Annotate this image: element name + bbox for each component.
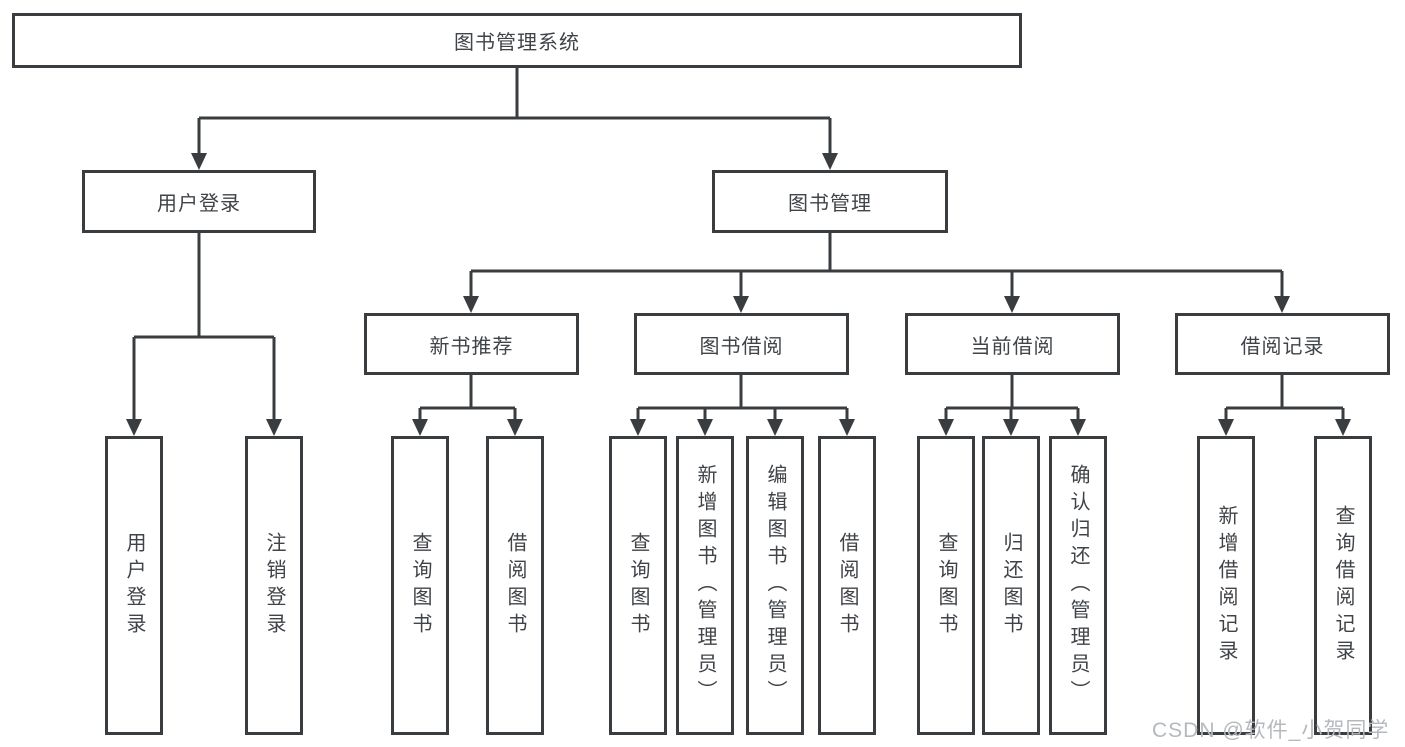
leaf-new-books-borrow-label: 借阅图书	[504, 531, 526, 640]
module-current-borrow-label: 当前借阅	[970, 335, 1055, 358]
arrowhead	[767, 419, 783, 436]
branch-borrow-records	[1224, 375, 1345, 422]
leaf-new-books-query: 查询图书	[391, 436, 449, 735]
leaf-current-return-label: 归还图书	[1000, 531, 1022, 640]
node-user-login-label: 用户登录	[157, 193, 241, 215]
leaf-user-login-label: 用户登录	[123, 531, 145, 640]
arrowhead	[507, 419, 523, 436]
leaf-borrow-edit-admin: 编辑图书（管理员）	[746, 436, 804, 735]
module-book-borrow-label: 图书借阅	[699, 335, 784, 358]
branch-book-mgmt	[469, 233, 1284, 299]
module-borrow-records: 借阅记录	[1175, 313, 1390, 375]
leaf-new-books-borrow: 借阅图书	[486, 436, 544, 735]
node-root-system: 图书管理系统	[12, 13, 1022, 68]
arrowhead	[630, 419, 646, 436]
arrowhead	[126, 419, 142, 436]
leaf-current-confirm-admin-label: 确认归还（管理员）	[1067, 464, 1089, 707]
node-book-mgmt-label: 图书管理	[788, 193, 872, 215]
leaf-current-return: 归还图书	[982, 436, 1040, 735]
arrowhead	[1070, 419, 1086, 436]
arrowhead	[266, 419, 282, 436]
arrowhead	[1335, 419, 1351, 436]
leaf-logout-label: 注销登录	[263, 531, 285, 640]
leaf-logout: 注销登录	[245, 436, 303, 735]
arrowhead	[1218, 419, 1234, 436]
arrowhead	[839, 419, 855, 436]
branch-current-borrow	[944, 375, 1080, 422]
csdn-watermark: CSDN @软件_小贺同学	[1152, 719, 1390, 742]
leaf-records-query-label: 查询借阅记录	[1332, 504, 1354, 667]
arrowhead	[463, 296, 479, 313]
module-new-books: 新书推荐	[364, 313, 579, 375]
arrowhead	[733, 296, 749, 313]
node-root-label: 图书管理系统	[454, 32, 580, 54]
leaf-borrow-borrow-label: 借阅图书	[836, 531, 858, 640]
module-borrow-records-label: 借阅记录	[1240, 335, 1325, 358]
branch-root	[197, 68, 832, 156]
leaf-current-confirm-admin: 确认归还（管理员）	[1049, 436, 1107, 735]
leaf-current-query-label: 查询图书	[935, 531, 957, 640]
arrowhead	[1003, 419, 1019, 436]
arrowhead	[938, 419, 954, 436]
leaf-borrow-add-admin: 新增图书（管理员）	[676, 436, 734, 735]
arrowhead	[1004, 296, 1020, 313]
leaf-borrow-query-label: 查询图书	[627, 531, 649, 640]
leaf-user-login: 用户登录	[105, 436, 163, 735]
branch-new-books	[418, 375, 517, 422]
leaf-new-books-query-label: 查询图书	[409, 531, 431, 640]
node-user-login: 用户登录	[82, 170, 316, 233]
arrowhead	[1274, 296, 1290, 313]
leaf-current-query: 查询图书	[917, 436, 975, 735]
arrowhead	[412, 419, 428, 436]
leaf-records-add: 新增借阅记录	[1197, 436, 1255, 735]
module-new-books-label: 新书推荐	[429, 335, 514, 358]
leaf-borrow-borrow: 借阅图书	[818, 436, 876, 735]
arrowhead	[822, 153, 838, 170]
arrowhead	[191, 153, 207, 170]
module-current-borrow: 当前借阅	[905, 313, 1120, 375]
leaf-records-query: 查询借阅记录	[1314, 436, 1372, 735]
leaf-borrow-edit-admin-label: 编辑图书（管理员）	[764, 464, 786, 707]
leaf-borrow-add-admin-label: 新增图书（管理员）	[694, 464, 716, 707]
branch-book-borrow	[636, 375, 849, 422]
branch-user-login	[132, 233, 276, 422]
leaf-records-add-label: 新增借阅记录	[1215, 504, 1237, 667]
module-book-borrow: 图书借阅	[634, 313, 849, 375]
leaf-borrow-query: 查询图书	[609, 436, 667, 735]
node-book-mgmt: 图书管理	[712, 170, 948, 233]
arrowhead	[697, 419, 713, 436]
